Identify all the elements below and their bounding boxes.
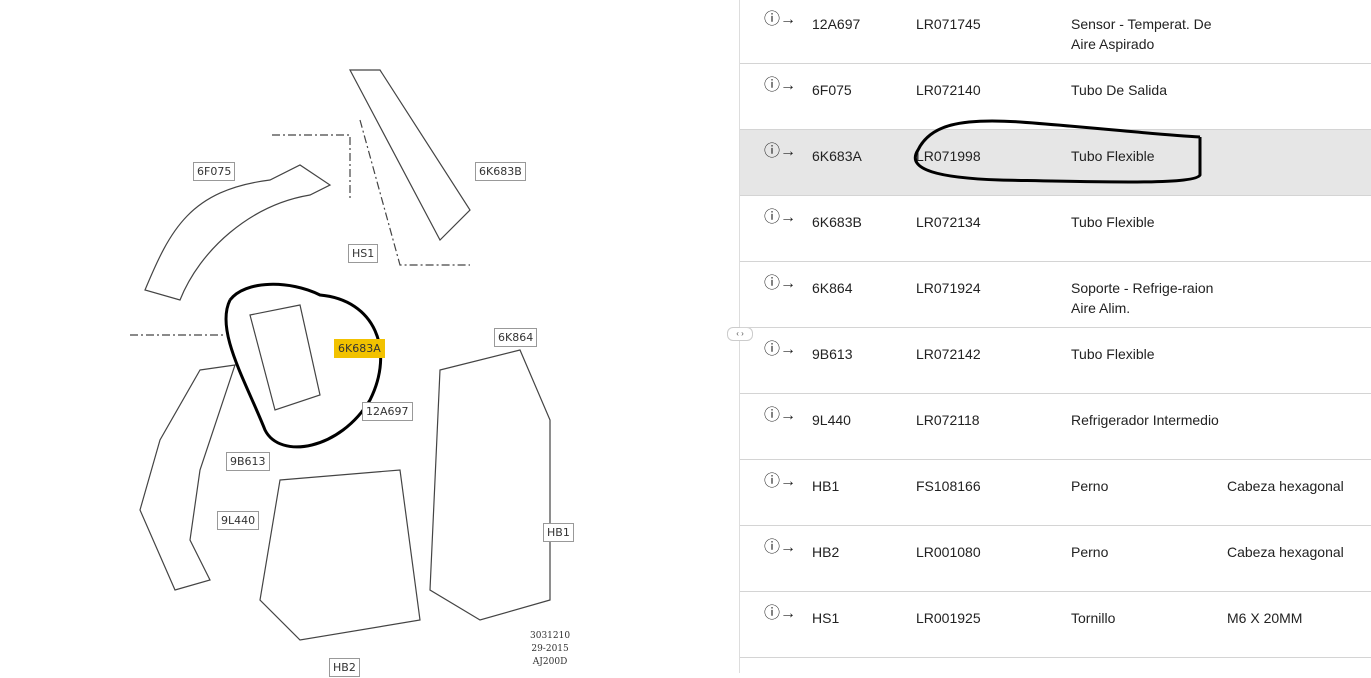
description: Perno: [1071, 544, 1109, 560]
info-icon[interactable]: ⓘ→: [764, 341, 797, 358]
note: Cabeza hexagonal: [1227, 478, 1344, 494]
description: Tubo Flexible: [1071, 148, 1155, 164]
ref-code: 6F075: [812, 82, 852, 98]
part-number: LR072134: [916, 214, 981, 230]
callout-HS1[interactable]: HS1: [348, 244, 379, 263]
description: Sensor - Temperat. De Aire Aspirado: [1071, 16, 1212, 52]
description: Soporte - Refrige-raion Aire Alim.: [1071, 280, 1214, 316]
footer-line: 3031210: [530, 631, 571, 641]
part-number: LR072118: [916, 412, 980, 428]
callout-9B613[interactable]: 9B613: [226, 452, 270, 471]
ref-code: 9L440: [812, 412, 851, 428]
ref-code: 6K683B: [812, 214, 862, 230]
info-icon[interactable]: ⓘ→: [764, 275, 797, 292]
description: Tornillo: [1071, 610, 1116, 626]
callout-9L440[interactable]: 9L440: [217, 511, 260, 530]
part-number: LR071998: [916, 148, 981, 164]
callout-12A697[interactable]: 12A697: [362, 402, 413, 421]
part-number: FS108166: [916, 478, 981, 494]
description: Perno: [1071, 478, 1109, 494]
ref-code: 6K864: [812, 280, 853, 296]
info-icon[interactable]: ⓘ→: [764, 407, 797, 424]
footer-line: 29-2015: [531, 644, 569, 654]
part-number: LR001925: [916, 610, 981, 626]
part-number: LR072142: [916, 346, 981, 362]
part-number: LR071745: [916, 16, 981, 32]
note: Cabeza hexagonal: [1227, 544, 1344, 560]
description: Refrigerador Intermedio: [1071, 412, 1219, 428]
hose-b-shape: [349, 69, 471, 241]
part-number: LR001080: [916, 544, 981, 560]
table-row[interactable]: ⓘ→ HS1 LR001925 Tornillo M6 X 20MM: [740, 592, 1371, 658]
ref-code: 6K683A: [812, 148, 862, 164]
description: Tubo De Salida: [1071, 82, 1167, 98]
table-row[interactable]: ⓘ→ 6K683B LR072134 Tubo Flexible: [740, 196, 1371, 262]
info-icon[interactable]: ⓘ→: [764, 209, 797, 226]
info-icon[interactable]: ⓘ→: [764, 11, 797, 28]
info-icon[interactable]: ⓘ→: [764, 143, 797, 160]
info-icon[interactable]: ⓘ→: [764, 539, 797, 556]
table-row[interactable]: ⓘ→ 6F075 LR072140 Tubo De Salida: [740, 64, 1371, 130]
diagram-drawing: [130, 69, 551, 641]
hose-a-shape: [249, 304, 321, 411]
callout-6K683A[interactable]: 6K683A: [334, 339, 385, 358]
table-row[interactable]: ⓘ→ 6K864 LR071924 Soporte - Refrige-raio…: [740, 262, 1371, 328]
part-number: LR072140: [916, 82, 981, 98]
intercooler-shape: [259, 469, 421, 641]
table-row[interactable]: ⓘ→ 9B613 LR072142 Tubo Flexible: [740, 328, 1371, 394]
table-row[interactable]: ⓘ→ HB2 LR001080 Perno Cabeza hexagonal: [740, 526, 1371, 592]
footer-line: AJ200D: [532, 657, 568, 667]
callout-6K864[interactable]: 6K864: [494, 328, 538, 347]
hose-9b613-shape: [139, 364, 236, 591]
info-icon[interactable]: ⓘ→: [764, 473, 797, 490]
info-icon[interactable]: ⓘ→: [764, 605, 797, 622]
table-row[interactable]: ⓘ→ 9L440 LR072118 Refrigerador Intermedi…: [740, 394, 1371, 460]
diagram-footer: 3031210 29-2015 AJ200D: [530, 630, 570, 669]
description: Tubo Flexible: [1071, 214, 1155, 230]
annotation-circle: [224, 282, 383, 449]
callout-HB1[interactable]: HB1: [543, 523, 574, 542]
ref-code: HS1: [812, 610, 840, 626]
ref-code: HB2: [812, 544, 840, 560]
description: Tubo Flexible: [1071, 346, 1155, 362]
table-row[interactable]: ⓘ→ 6K683A LR071998 Tubo Flexible: [740, 130, 1371, 196]
bracket-shape: [429, 349, 551, 621]
callout-6F075[interactable]: 6F075: [193, 162, 236, 181]
parts-diagram[interactable]: 6F075 6K683B HS1 6K683A 6K864 12A697 9B6…: [0, 0, 739, 677]
ref-code: 9B613: [812, 346, 853, 362]
callout-6K683B[interactable]: 6K683B: [475, 162, 526, 181]
note: M6 X 20MM: [1227, 610, 1303, 626]
outlet-tube-shape: [144, 164, 332, 301]
ref-code: HB1: [812, 478, 840, 494]
parts-table: ⓘ→ 12A697 LR071745 Sensor - Temperat. De…: [740, 0, 1371, 658]
ref-code: 12A697: [812, 16, 861, 32]
callout-HB2[interactable]: HB2: [329, 658, 360, 677]
info-icon[interactable]: ⓘ→: [764, 77, 797, 94]
part-number: LR071924: [916, 280, 981, 296]
table-row[interactable]: ⓘ→ HB1 FS108166 Perno Cabeza hexagonal: [740, 460, 1371, 526]
table-row[interactable]: ⓘ→ 12A697 LR071745 Sensor - Temperat. De…: [740, 0, 1371, 64]
